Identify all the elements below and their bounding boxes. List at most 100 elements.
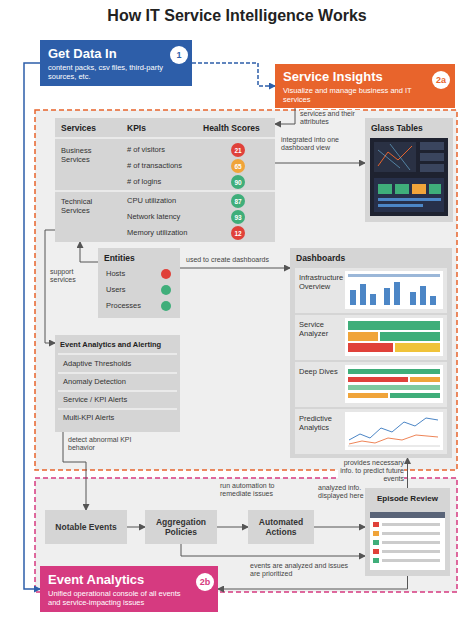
svg-rect: [420, 142, 444, 150]
svg-rect: [382, 559, 440, 562]
svg-line: [55, 138, 275, 139]
svg-rect: [382, 541, 440, 544]
svg-rect: [345, 318, 443, 356]
source-box: Get Data Incontent packs, csv files, thi…: [40, 40, 192, 86]
node-text: Unified operational console of all event…: [48, 589, 192, 607]
event-analytics-region: [35, 478, 457, 592]
connector-arrow: [127, 527, 145, 528]
entity-status-dots: [161, 269, 171, 311]
svg-polyline: [349, 435, 438, 444]
node-text: Health Scores: [203, 123, 273, 133]
svg-rect: [395, 343, 440, 352]
predictive-thumbnail: [345, 412, 443, 450]
node-text: 21: [234, 147, 241, 154]
svg-circle: [161, 285, 171, 295]
dashboard-row: Infrastructure Overview: [295, 268, 447, 313]
health-score: 65: [231, 159, 245, 173]
svg-rect: [382, 532, 440, 535]
edge-label: detect abnormal KPI behavior: [68, 436, 146, 452]
node-text: 87: [234, 198, 241, 205]
node-text: Infrastructure Overview: [299, 273, 343, 291]
node-text: Users: [106, 285, 156, 294]
svg-rect: [345, 412, 443, 450]
dashboard-row: Predictive Analytics: [295, 409, 447, 454]
node-text: Service Insights: [283, 69, 383, 85]
svg-rect: [429, 184, 441, 194]
node-text: Event Analytics and Alerting: [60, 340, 177, 349]
svg-rect: [395, 184, 409, 194]
svg-rect: [348, 393, 388, 398]
dashboard-row: Deep Dives: [295, 362, 447, 407]
svg-rect: [373, 540, 379, 545]
node-text: Entities: [104, 253, 174, 263]
edge-label: services and their attributes: [300, 110, 360, 126]
node-text: Business Services: [61, 146, 121, 164]
process-box: Notable Events: [45, 510, 127, 544]
svg-rect: [412, 184, 426, 194]
svg-rect: [370, 512, 445, 570]
edge-label: run automation to remediate issues: [220, 482, 296, 498]
svg-rect: [382, 523, 440, 526]
node-text: # of transactions: [127, 161, 227, 170]
node-text: Episode Review: [365, 493, 450, 504]
edge-label: integrated into one dashboard view: [281, 136, 361, 152]
callout-number: 2b: [196, 573, 214, 591]
node-text: Predictive Analytics: [299, 414, 343, 432]
svg-rect: [420, 164, 444, 172]
glass-table-screenshot: [370, 138, 448, 216]
svg-polyline: [349, 418, 438, 440]
svg-rect: [380, 332, 440, 341]
event-box: Event AnalyticsUnified operational conso…: [40, 566, 218, 612]
connector-arrow: [275, 108, 295, 124]
node-text: Memory utilization: [127, 228, 227, 237]
svg-line: [348, 446, 440, 447]
kpi-panel: Services KPIs Health ScoresBusiness Servic…: [55, 118, 275, 242]
node-text: Service Analyzer: [299, 320, 343, 338]
svg-rect: [370, 138, 448, 216]
node-text: content packs, csv files, third-party so…: [48, 63, 166, 81]
svg-rect: [394, 282, 400, 305]
entities-panel: EntitiesHostsUsersProcesses: [98, 248, 180, 318]
node-text: Processes: [106, 301, 156, 310]
svg-rect: [378, 198, 441, 201]
node-text: Multi-KPI Alerts: [63, 413, 173, 422]
node-text: Automated Actions: [256, 517, 306, 537]
dashboard-row: Service Analyzer: [295, 315, 447, 360]
connector-arrow: [24, 63, 40, 589]
node-text: 12: [234, 230, 241, 237]
node-text: Deep Dives: [299, 367, 343, 376]
svg-line: [58, 391, 177, 392]
svg-circle: [161, 301, 171, 311]
svg-rect: [384, 288, 390, 305]
alerting-panel: Event Analytics and AlertingAdaptive Thr…: [55, 335, 180, 432]
svg-rect: [378, 204, 423, 207]
health-score: 93: [231, 210, 245, 224]
svg-rect: [348, 369, 440, 374]
glass-panel: Glass Tables: [365, 118, 453, 222]
callout-number: 1: [170, 46, 188, 64]
svg-line: [58, 409, 177, 410]
svg-rect: [378, 184, 392, 194]
svg-rect: [382, 550, 440, 553]
episode-review-screenshot: [370, 512, 445, 570]
connector-arrow: [275, 163, 365, 164]
svg-rect: [410, 292, 416, 305]
node-text: # of logins: [127, 177, 227, 186]
svg-rect: [374, 142, 416, 172]
svg-rect: [373, 549, 379, 554]
svg-rect: [420, 286, 426, 305]
callout-number: 2a: [432, 71, 450, 89]
svg-rect: [373, 531, 379, 536]
node-text: KPIs: [127, 123, 187, 133]
episode-panel: Episode Review: [365, 488, 450, 576]
health-score: 21: [231, 143, 245, 157]
svg-line: [58, 373, 177, 374]
node-text: Services: [61, 123, 121, 133]
health-score: 12: [231, 226, 245, 240]
node-text: Technical Services: [61, 197, 121, 215]
svg-rect: [345, 271, 443, 309]
svg-rect: [348, 377, 408, 382]
svg-rect: [348, 332, 378, 341]
svg-rect: [370, 512, 445, 518]
svg-rect: [373, 522, 379, 527]
